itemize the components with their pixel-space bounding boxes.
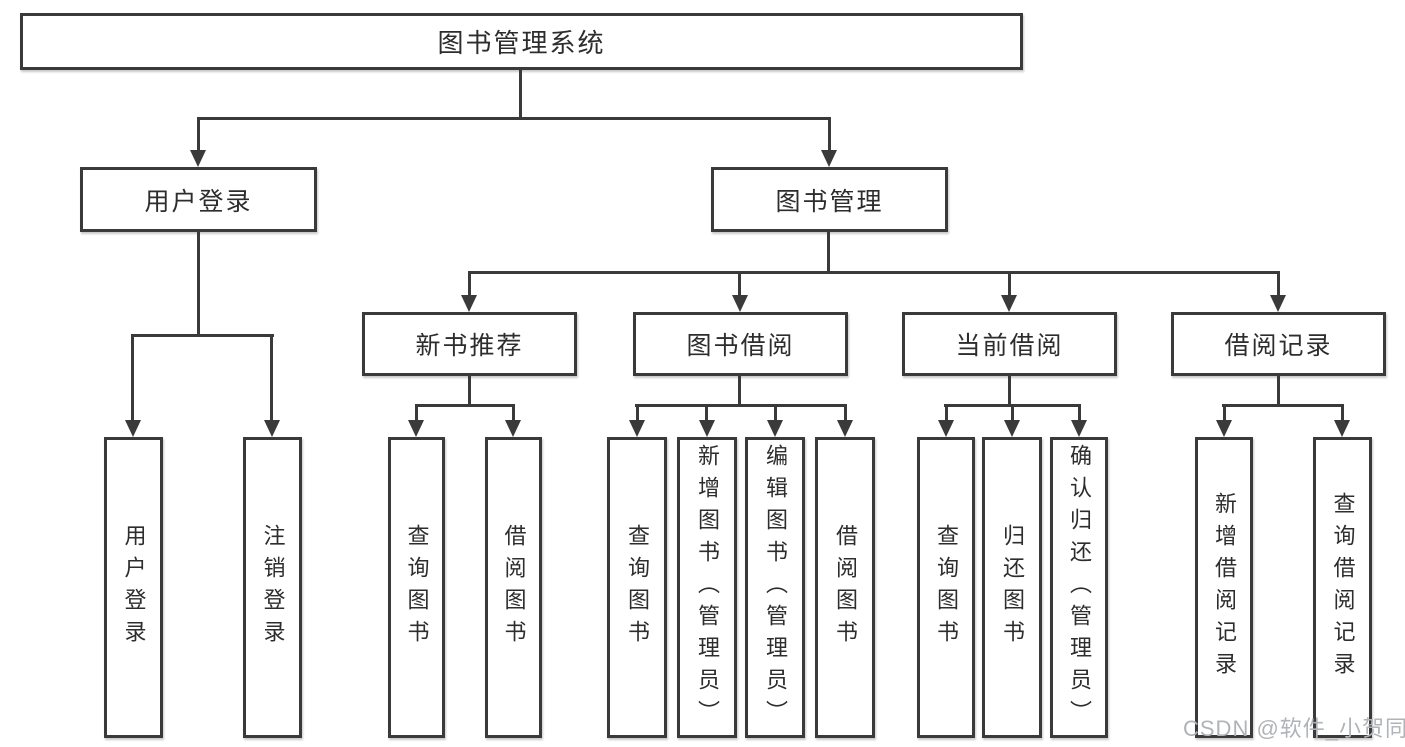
arrow-down-icon: [1004, 420, 1020, 437]
connector-line: [468, 376, 471, 407]
connector-line: [1223, 404, 1226, 424]
connector-line: [197, 232, 200, 337]
connector-line: [1222, 404, 1344, 407]
connector-line: [1341, 404, 1344, 424]
arrow-down-icon: [1001, 295, 1017, 312]
leaf-borrow-borrow-books-label: 借阅图书: [833, 523, 858, 652]
connector-line: [1277, 376, 1280, 407]
leaf-logout-login-label: 注销登录: [260, 523, 286, 652]
connector-line: [1008, 271, 1011, 297]
node-current-borrow: 当前借阅: [902, 312, 1117, 376]
leaf-recommend-query-books: 查询图书: [388, 437, 445, 738]
arrow-down-icon: [408, 420, 424, 437]
node-user-login-label: 用户登录: [144, 187, 253, 216]
connector-line: [738, 376, 741, 407]
arrow-down-icon: [821, 150, 837, 167]
node-book-management-system-label: 图书管理系统: [437, 28, 606, 58]
connector-line: [415, 404, 515, 407]
node-new-book-recommend-label: 新书推荐: [415, 332, 524, 360]
leaf-records-query-record: 查询借阅记录: [1313, 437, 1372, 738]
node-book-borrow-label: 图书借阅: [686, 332, 795, 360]
connector-line: [705, 404, 708, 424]
arrow-down-icon: [1270, 295, 1286, 312]
connector-line: [197, 117, 200, 153]
node-current-borrow-label: 当前借阅: [955, 332, 1064, 360]
node-borrow-records: 借阅记录: [1171, 312, 1386, 376]
leaf-user-login: 用户登录: [104, 437, 163, 738]
connector-line: [1011, 404, 1014, 424]
node-new-book-recommend: 新书推荐: [362, 312, 577, 376]
leaf-current-return-books-label: 归还图书: [1000, 523, 1025, 652]
leaf-current-query-books-label: 查询图书: [934, 523, 959, 652]
connector-line: [131, 334, 274, 337]
arrow-down-icon: [1071, 420, 1087, 437]
connector-line: [1277, 271, 1280, 297]
node-book-borrow: 图书借阅: [633, 312, 848, 376]
leaf-current-return-books: 归还图书: [982, 437, 1042, 738]
node-borrow-records-label: 借阅记录: [1224, 332, 1333, 360]
node-book-management-label: 图书管理: [775, 187, 884, 216]
connector-line: [738, 271, 741, 297]
arrow-down-icon: [699, 420, 715, 437]
arrow-down-icon: [732, 295, 748, 312]
connector-line: [844, 404, 847, 424]
connector-line: [270, 334, 273, 422]
connector-line: [636, 404, 639, 424]
connector-line: [827, 232, 830, 274]
arrow-down-icon: [190, 150, 206, 167]
connector-line: [945, 404, 948, 424]
leaf-borrow-edit-books-admin-label: 编辑图书（管理员）: [763, 443, 788, 732]
leaf-records-add-record-label: 新增借阅记录: [1212, 491, 1237, 684]
leaf-recommend-borrow-books-label: 借阅图书: [501, 523, 527, 652]
leaf-borrow-add-books-admin: 新增图书（管理员）: [677, 437, 737, 738]
connector-line: [519, 70, 522, 120]
connector-line: [635, 404, 847, 407]
arrow-down-icon: [505, 420, 521, 437]
leaf-current-confirm-return-admin-label: 确认归还（管理员）: [1067, 443, 1092, 732]
leaf-borrow-query-books: 查询图书: [607, 437, 667, 738]
leaf-borrow-query-books-label: 查询图书: [625, 523, 650, 652]
arrow-down-icon: [125, 420, 141, 437]
arrow-down-icon: [837, 420, 853, 437]
watermark: CSDN @软件_小贺同学: [1183, 716, 1405, 741]
node-user-login: 用户登录: [80, 167, 317, 232]
leaf-borrow-borrow-books: 借阅图书: [815, 437, 875, 738]
arrow-down-icon: [1216, 420, 1232, 437]
connector-line: [828, 117, 831, 153]
connector-line: [468, 271, 1280, 274]
leaf-user-login-label: 用户登录: [121, 523, 147, 652]
arrow-down-icon: [938, 420, 954, 437]
node-book-management-system: 图书管理系统: [20, 13, 1023, 70]
arrow-down-icon: [1334, 420, 1350, 437]
arrow-down-icon: [461, 295, 477, 312]
connector-line: [774, 404, 777, 424]
leaf-logout-login: 注销登录: [243, 437, 302, 738]
connector-line: [415, 404, 418, 424]
leaf-current-confirm-return-admin: 确认归还（管理员）: [1050, 437, 1108, 738]
connector-line: [131, 334, 134, 422]
connector-line: [468, 271, 471, 297]
leaf-records-add-record: 新增借阅记录: [1195, 437, 1253, 738]
arrow-down-icon: [264, 420, 280, 437]
arrow-down-icon: [629, 420, 645, 437]
arrow-down-icon: [767, 420, 783, 437]
node-book-management: 图书管理: [711, 167, 948, 232]
leaf-borrow-add-books-admin-label: 新增图书（管理员）: [695, 443, 720, 732]
connector-line: [512, 404, 515, 424]
leaf-recommend-query-books-label: 查询图书: [404, 523, 430, 652]
leaf-records-query-record-label: 查询借阅记录: [1330, 491, 1356, 684]
leaf-borrow-edit-books-admin: 编辑图书（管理员）: [745, 437, 805, 738]
connector-line: [1078, 404, 1081, 424]
connector-line: [197, 117, 831, 120]
connector-line: [1008, 376, 1011, 407]
leaf-current-query-books: 查询图书: [917, 437, 975, 738]
leaf-recommend-borrow-books: 借阅图书: [485, 437, 542, 738]
